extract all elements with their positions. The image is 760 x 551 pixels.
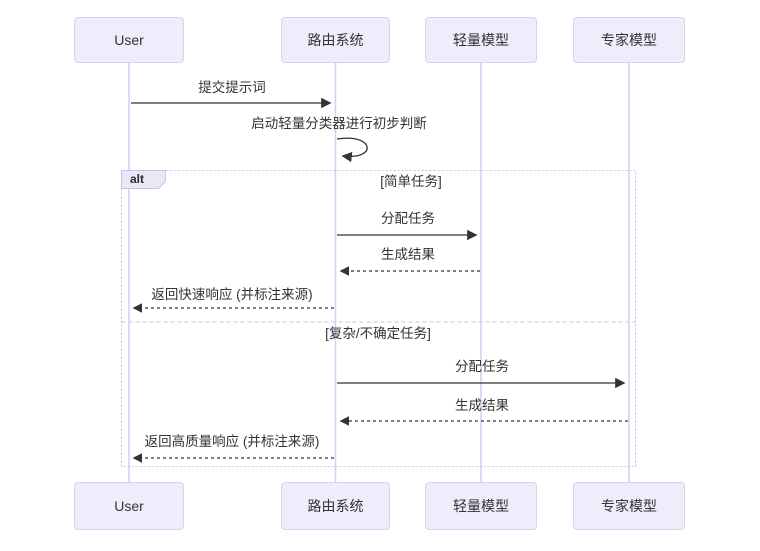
actor-box-user-bottom: User (74, 482, 184, 530)
message-generate-result-light: 生成结果 (381, 247, 435, 262)
message-return-fast-response: 返回快速响应 (并标注来源) (151, 287, 313, 302)
actor-box-light-model-top: 轻量模型 (425, 17, 537, 63)
message-submit-prompt: 提交提示词 (198, 80, 266, 95)
alt-label-box (121, 170, 166, 189)
alt-frame (121, 170, 636, 467)
actor-label-light-model: 轻量模型 (453, 498, 509, 514)
message-return-quality-response: 返回高质量响应 (并标注来源) (144, 434, 320, 449)
actor-label-router: 路由系统 (307, 498, 364, 514)
actor-box-expert-model-top: 专家模型 (573, 17, 685, 63)
message-assign-task-light: 分配任务 (381, 211, 435, 226)
actor-label-user: User (114, 498, 144, 514)
actor-label-user: User (114, 32, 144, 48)
alt-frame-label: alt (130, 172, 145, 186)
actor-box-light-model-bottom: 轻量模型 (425, 482, 537, 530)
actor-label-expert-model: 专家模型 (601, 32, 657, 48)
actor-box-router-top: 路由系统 (281, 17, 390, 63)
self-loop-classifier-arrow (336, 137, 368, 163)
actor-label-router: 路由系统 (307, 32, 364, 48)
message-generate-result-expert: 生成结果 (455, 398, 509, 413)
message-assign-task-expert: 分配任务 (455, 359, 509, 374)
actor-label-expert-model: 专家模型 (601, 498, 657, 514)
actor-box-expert-model-bottom: 专家模型 (573, 482, 685, 530)
actor-box-user-top: User (74, 17, 184, 63)
actor-label-light-model: 轻量模型 (453, 32, 509, 48)
actor-box-router-bottom: 路由系统 (281, 482, 390, 530)
alt-case-complex-label: [复杂/不确定任务] (325, 326, 431, 341)
alt-case-simple-label: [简单任务] (380, 174, 442, 189)
message-start-classifier: 启动轻量分类器进行初步判断 (251, 116, 427, 131)
